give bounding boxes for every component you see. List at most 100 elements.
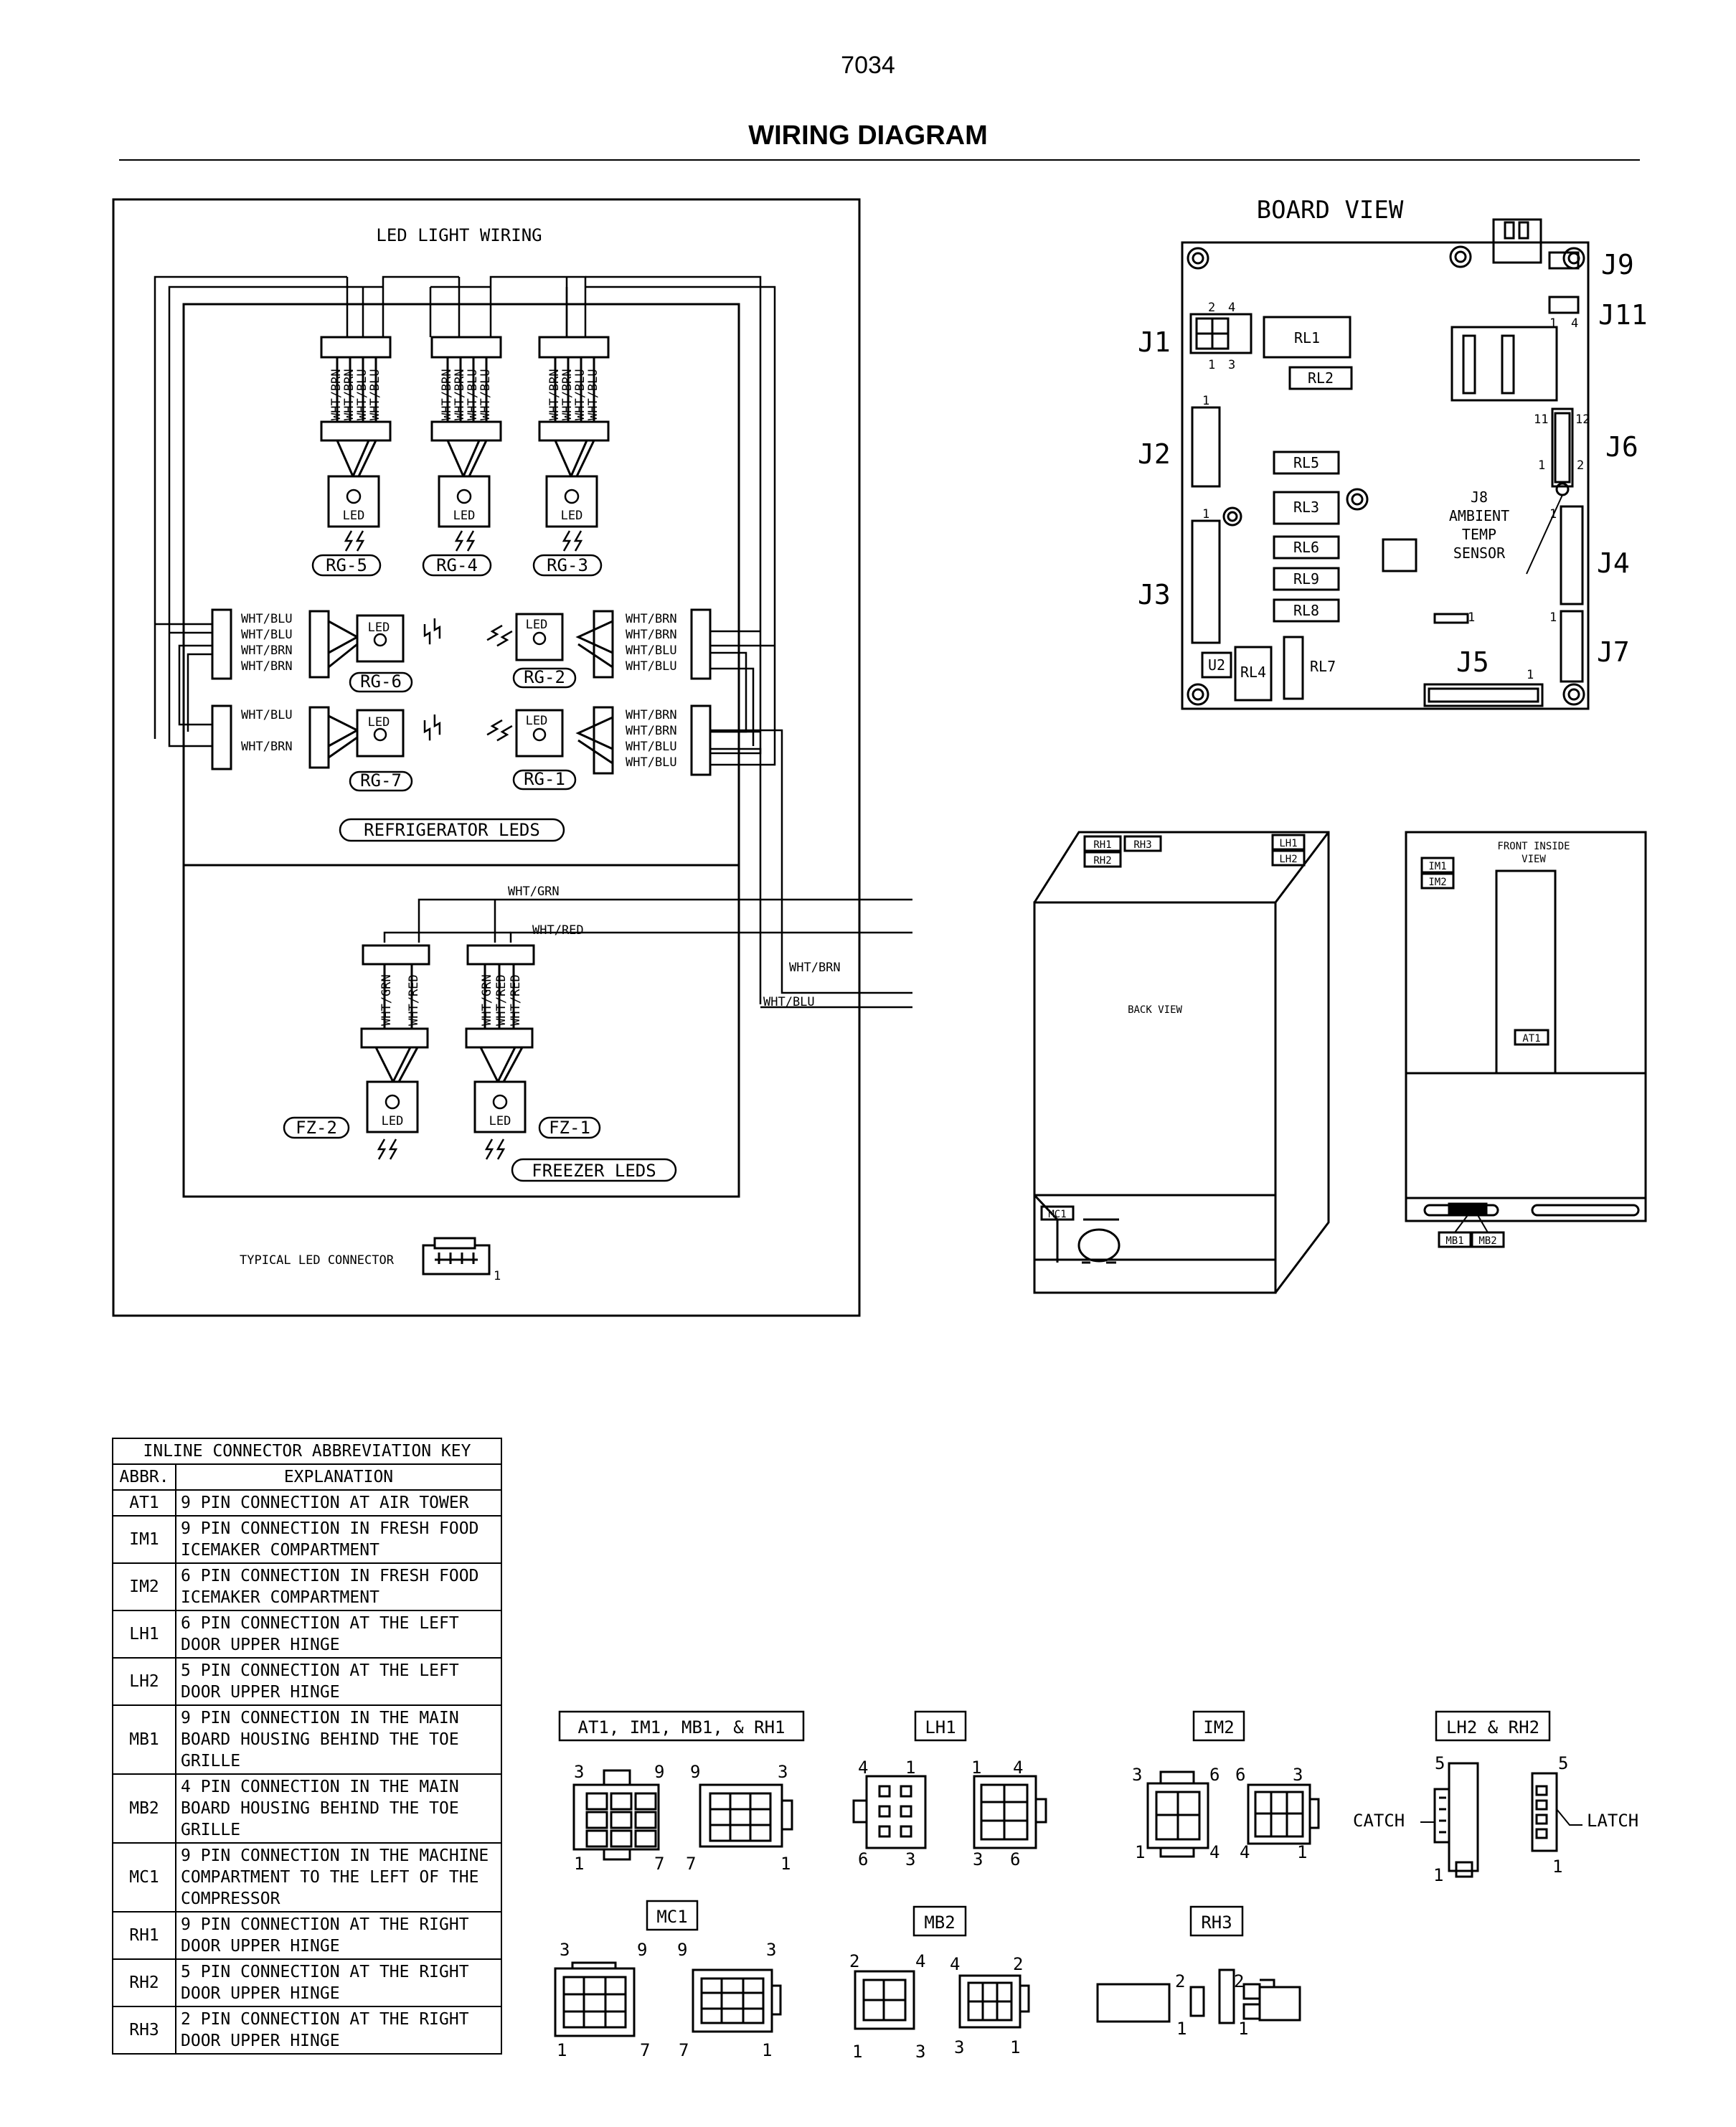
rg7-led-text: LED bbox=[368, 715, 390, 730]
harness-labels: WHT/GRN WHT/RED WHT/BRN WHT/BLU bbox=[508, 885, 841, 1009]
led-heading: LED LIGHT WIRING bbox=[376, 225, 542, 245]
led-module-fz2: LED FZ-2 bbox=[283, 1080, 419, 1161]
svg-text:IM1: IM1 bbox=[1428, 861, 1446, 872]
rg1-wire-labels: WHT/BRN WHT/BRN WHT/BLU WHT/BLU bbox=[626, 708, 677, 770]
svg-text:1: 1 bbox=[1135, 1842, 1145, 1862]
svg-text:LH1: LH1 bbox=[1279, 838, 1297, 849]
svg-text:LH2 & RH2: LH2 & RH2 bbox=[1446, 1717, 1539, 1737]
svg-text:WHT/BLU: WHT/BLU bbox=[241, 628, 293, 642]
board-connector-labels: J9 J11 J1 J2 J6 J3 J4 J7 J5 bbox=[1138, 249, 1648, 678]
led-module-rg7 bbox=[211, 704, 446, 770]
svg-text:WHT/BLU: WHT/BLU bbox=[626, 659, 677, 674]
svg-text:J9: J9 bbox=[1601, 249, 1634, 280]
svg-text:LED: LED bbox=[382, 1114, 404, 1128]
svg-text:1: 1 bbox=[1176, 2019, 1187, 2039]
svg-text:WHT/GRN: WHT/GRN bbox=[508, 885, 560, 899]
fz2-wire-labels: WHT/GRN WHT/RED bbox=[379, 974, 421, 1026]
typical-connector-pin: 1 bbox=[494, 1269, 501, 1283]
svg-text:1: 1 bbox=[1527, 668, 1534, 682]
connector-legend-boxes bbox=[558, 1710, 1551, 1937]
svg-text:J6: J6 bbox=[1605, 431, 1638, 463]
led-light-wiring-panel bbox=[112, 198, 912, 1317]
svg-text:6: 6 bbox=[858, 1849, 868, 1869]
svg-text:WHT/BRN: WHT/BRN bbox=[560, 369, 575, 420]
svg-text:4: 4 bbox=[950, 1954, 960, 1974]
svg-text:AT1, IM1, MB1, & RH1: AT1, IM1, MB1, & RH1 bbox=[578, 1717, 786, 1737]
svg-text:VIEW: VIEW bbox=[1522, 854, 1546, 865]
svg-text:WHT/BRN: WHT/BRN bbox=[626, 708, 677, 722]
svg-text:WHT/GRN: WHT/GRN bbox=[480, 974, 494, 1026]
svg-text:AT1: AT1 bbox=[1522, 1033, 1540, 1044]
svg-text:6: 6 bbox=[1209, 1765, 1220, 1785]
svg-text:4: 4 bbox=[1209, 1842, 1220, 1862]
catch-label: CATCH bbox=[1353, 1811, 1405, 1831]
svg-text:9: 9 bbox=[677, 1940, 687, 1960]
front-view-tags: IM1 IM2 AT1 MB1 MB2 bbox=[1428, 861, 1540, 1247]
svg-text:LED: LED bbox=[343, 509, 365, 523]
svg-text:LED: LED bbox=[489, 1114, 511, 1128]
svg-text:WHT/RED: WHT/RED bbox=[494, 974, 509, 1026]
svg-text:RL2: RL2 bbox=[1308, 369, 1334, 387]
svg-text:6: 6 bbox=[1010, 1849, 1020, 1869]
svg-text:J3: J3 bbox=[1138, 579, 1171, 610]
top-led-connectors bbox=[320, 336, 610, 479]
rg2-led-text: LED bbox=[526, 618, 548, 632]
svg-text:2: 2 bbox=[849, 1951, 859, 1971]
svg-text:WHT/BLU: WHT/BLU bbox=[573, 369, 588, 420]
svg-text:RL1: RL1 bbox=[1294, 329, 1320, 346]
svg-text:J7: J7 bbox=[1597, 636, 1630, 668]
freezer-leds-tag bbox=[511, 1158, 677, 1182]
svg-text:RG-5: RG-5 bbox=[326, 555, 367, 575]
svg-text:4: 4 bbox=[915, 1951, 925, 1971]
svg-text:SENSOR: SENSOR bbox=[1453, 544, 1506, 562]
svg-text:4: 4 bbox=[1571, 316, 1578, 331]
rg7-wire-labels: WHT/BLU WHT/BRN bbox=[241, 708, 293, 754]
svg-text:J8: J8 bbox=[1471, 489, 1488, 506]
svg-text:RL9: RL9 bbox=[1293, 570, 1319, 588]
svg-text:WHT/RED: WHT/RED bbox=[407, 974, 421, 1026]
svg-text:WHT/GRN: WHT/GRN bbox=[379, 974, 394, 1026]
svg-text:LED: LED bbox=[561, 509, 583, 523]
svg-text:2: 2 bbox=[1208, 301, 1215, 315]
svg-text:2: 2 bbox=[1175, 1971, 1185, 1991]
svg-text:7: 7 bbox=[640, 2040, 650, 2060]
svg-text:1: 1 bbox=[971, 1758, 981, 1778]
svg-text:MB2: MB2 bbox=[1478, 1235, 1496, 1247]
svg-text:WHT/BRN: WHT/BRN bbox=[241, 740, 293, 754]
title-rule bbox=[119, 159, 1640, 161]
svg-text:1: 1 bbox=[1010, 2037, 1020, 2057]
connector-legend-drawings bbox=[554, 1762, 1582, 2037]
svg-text:3: 3 bbox=[560, 1940, 570, 1960]
svg-text:RL7: RL7 bbox=[1310, 658, 1336, 675]
svg-text:1: 1 bbox=[1538, 458, 1545, 473]
typical-connector-label: TYPICAL LED CONNECTOR bbox=[240, 1253, 395, 1268]
led-module-rg5: LED RG-5 bbox=[311, 475, 382, 577]
svg-text:3: 3 bbox=[1228, 358, 1235, 372]
svg-text:RH3: RH3 bbox=[1133, 839, 1151, 851]
ambient-sensor-label: J8 AMBIENT TEMP SENSOR bbox=[1449, 489, 1509, 562]
svg-text:WHT/BRN: WHT/BRN bbox=[329, 369, 344, 420]
svg-text:2: 2 bbox=[1234, 1971, 1244, 1991]
svg-text:1: 1 bbox=[780, 1854, 791, 1874]
svg-text:LED: LED bbox=[453, 509, 476, 523]
svg-text:RH2: RH2 bbox=[1093, 855, 1111, 867]
svg-text:12: 12 bbox=[1575, 412, 1590, 427]
typical-connector-shape bbox=[422, 1237, 491, 1275]
svg-text:J11: J11 bbox=[1598, 299, 1648, 331]
svg-text:WHT/BLU: WHT/BLU bbox=[586, 369, 600, 420]
svg-text:U2: U2 bbox=[1208, 656, 1225, 674]
rg2-tag bbox=[512, 667, 577, 689]
svg-text:1: 1 bbox=[1549, 316, 1557, 331]
rg6-label: RG-6 bbox=[360, 671, 402, 692]
svg-text:3: 3 bbox=[778, 1762, 788, 1782]
svg-text:WHT/BLU: WHT/BLU bbox=[626, 643, 677, 658]
svg-text:TEMP: TEMP bbox=[1462, 526, 1496, 543]
rg4-wire-labels: WHT/BRN WHT/BRN WHT/BLU WHT/BLU bbox=[440, 369, 493, 420]
svg-text:1: 1 bbox=[1297, 1842, 1307, 1862]
